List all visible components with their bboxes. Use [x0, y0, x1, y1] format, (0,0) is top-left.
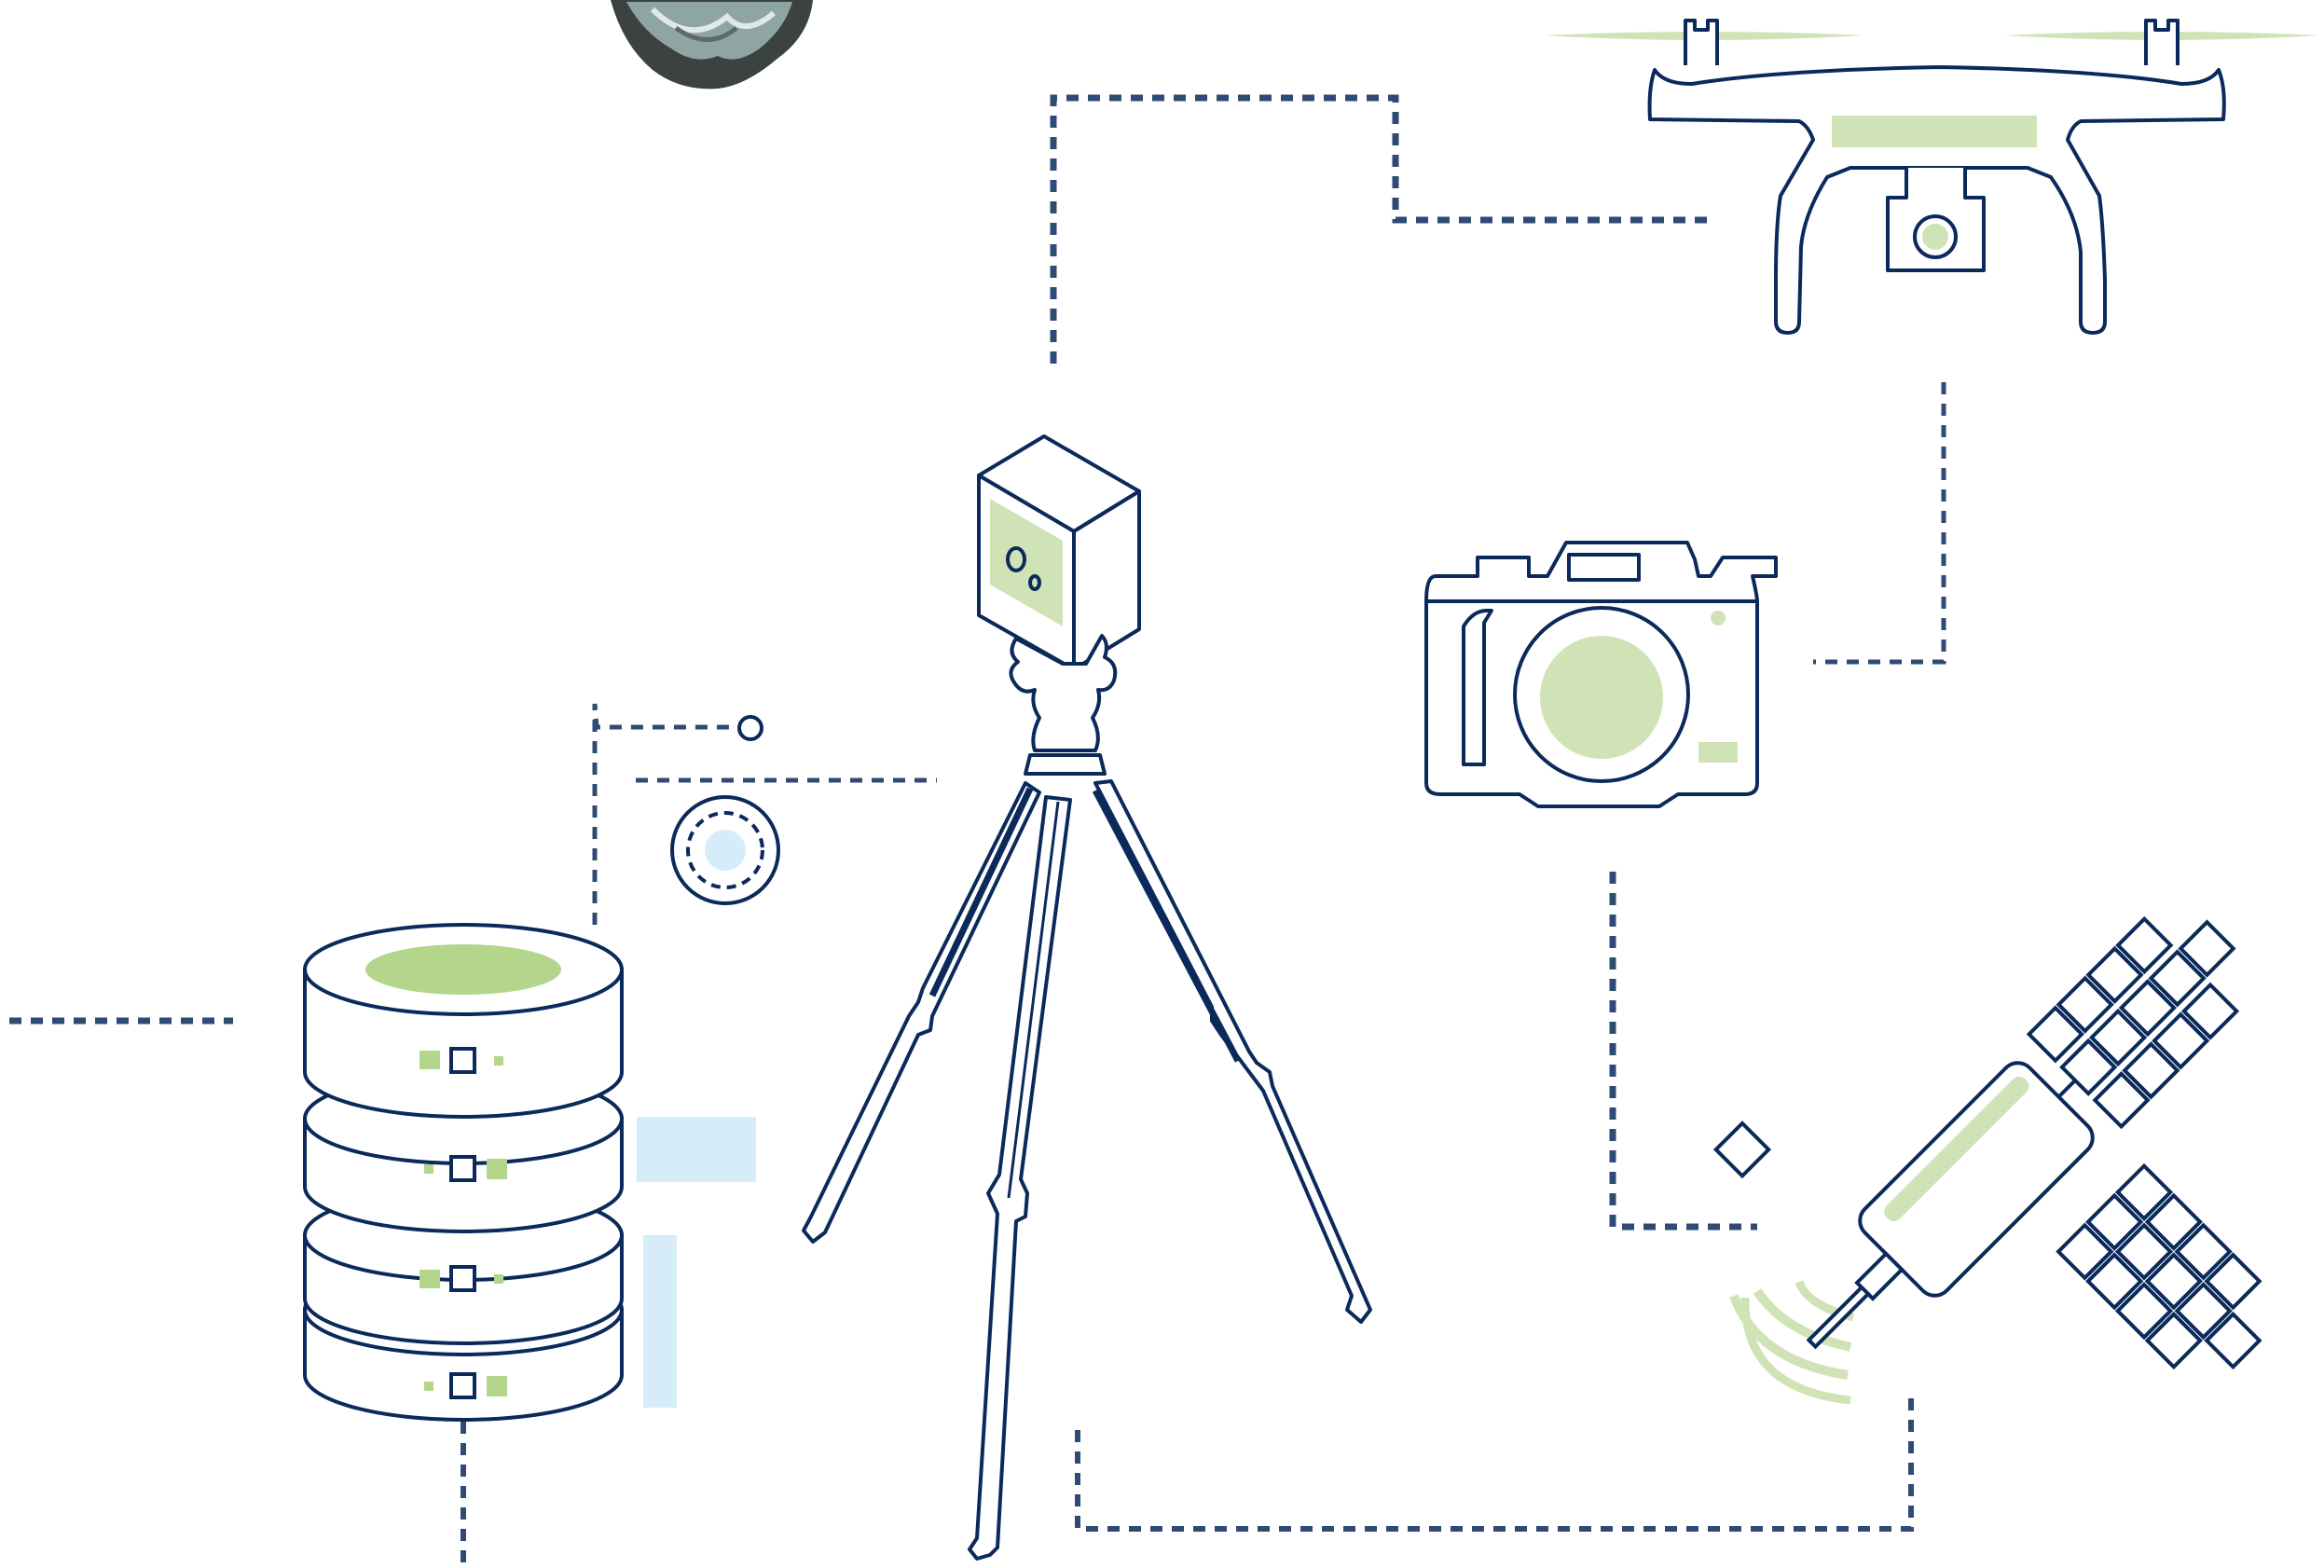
laser-scanner-on-tripod-icon: [804, 436, 1370, 1559]
connector-satellite-scanner: [1078, 1398, 1911, 1529]
connector-drone-camera: [1813, 382, 1944, 662]
camera-icon: [1426, 543, 1776, 806]
connector-scanner-drone: [1053, 98, 1715, 364]
connector-camera-satellite: [1613, 872, 1757, 1227]
signal-waves: [1734, 1282, 1853, 1400]
connector-lines: [9, 98, 1944, 1568]
data-block-horizontal: [637, 1117, 756, 1182]
gnss-satellite-icon: [1667, 791, 2289, 1400]
camera-lens: [1540, 636, 1663, 759]
drone-icon: [1543, 21, 2321, 333]
drone-status-bar: [1832, 116, 2037, 147]
connector-end-dot: [739, 717, 762, 739]
solar-panel-lower: [1716, 1123, 1769, 1176]
target-center: [705, 830, 746, 871]
tripod-leg-center: [969, 797, 1070, 1559]
survey-target-icon: [672, 797, 778, 903]
solar-panel-lower-grid: [2058, 1166, 2289, 1396]
data-block-vertical: [643, 1235, 677, 1408]
rock-sample-icon: [611, 0, 813, 89]
